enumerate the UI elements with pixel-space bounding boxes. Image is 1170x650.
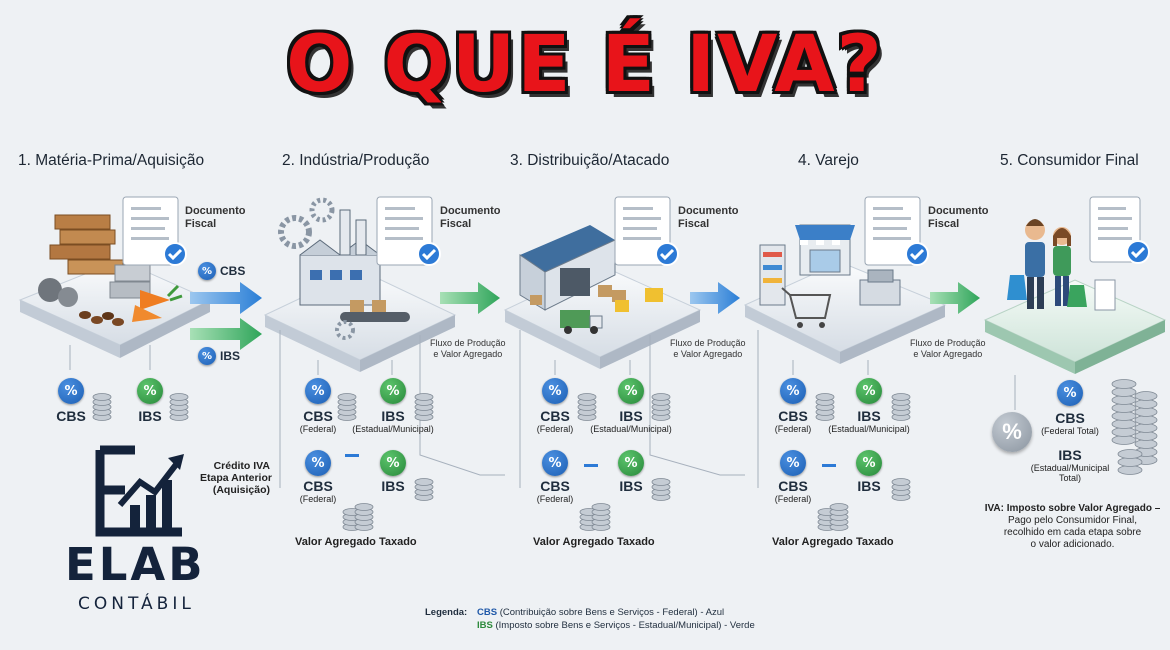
- cbs-credit-icon: %: [780, 450, 806, 476]
- iva-definition-text: Pago pelo Consumidor Final, recolhido em…: [1003, 515, 1142, 550]
- iva-definition-title: IVA: Imposto sobre Valor Agregado –: [984, 503, 1161, 514]
- ibs-total-label: IBS: [1058, 447, 1082, 463]
- cbs-credit-sub: (Federal): [299, 494, 337, 504]
- cbs-credit-label: CBS: [540, 478, 570, 494]
- percent-icon: %: [198, 262, 216, 280]
- ibs-percent-icon: %: [137, 378, 163, 404]
- cbs-sub: (Federal): [774, 424, 812, 434]
- ibs-total-sub: (Estadual/Municipal Total): [1030, 463, 1110, 483]
- cbs-label: CBS: [56, 408, 86, 424]
- cbs-credit-icon: %: [305, 450, 331, 476]
- minus-sign-icon: [345, 454, 359, 457]
- cbs-credit-icon: %: [542, 450, 568, 476]
- ibs-label: IBS: [381, 408, 405, 424]
- stage-title-5: 5. Consumidor Final: [1000, 152, 1139, 169]
- cbs-sub: (Federal): [536, 424, 574, 434]
- cbs-percent-icon: %: [780, 378, 806, 404]
- stage-title-3: 3. Distribuição/Atacado: [510, 152, 670, 169]
- ibs-credit-icon: %: [618, 450, 644, 476]
- page-title: O QUE É IVA?: [286, 20, 884, 110]
- ibs-credit-label: IBS: [857, 478, 881, 494]
- platform-industry: [263, 197, 457, 372]
- legend-cbs: CBS (Contribuição sobre Bens e Serviços …: [477, 606, 724, 619]
- flow-label: Fluxo de Produção e Valor Agregado: [910, 338, 986, 359]
- ibs-percent-icon: %: [618, 378, 644, 404]
- credit-label: Crédito IVA Etapa Anterior (Aquisição): [200, 460, 272, 496]
- cbs-credit-sub: (Federal): [774, 494, 812, 504]
- coin-stacks: [92, 379, 1158, 531]
- ibs-percent-icon: %: [380, 378, 406, 404]
- platform-retail: [743, 224, 947, 364]
- ibs-label: IBS: [138, 408, 162, 424]
- cbs-label: CBS: [540, 408, 570, 424]
- doc-label-1: Documento Fiscal: [185, 205, 246, 230]
- ibs-arrow-label: % IBS: [198, 347, 240, 365]
- flow-label: Fluxo de Produção e Valor Agregado: [670, 338, 746, 359]
- cbs-credit-label: CBS: [778, 478, 808, 494]
- doc-label-4: Documento Fiscal: [928, 205, 989, 230]
- minus-sign-icon: [822, 464, 836, 467]
- minus-sign-icon: [584, 464, 598, 467]
- cbs-credit-sub: (Federal): [536, 494, 574, 504]
- stage-title-2: 2. Indústria/Produção: [282, 152, 430, 169]
- legend-cbs-text: (Contribuição sobre Bens e Serviços - Fe…: [497, 607, 725, 618]
- iva-definition: IVA: Imposto sobre Valor Agregado – Pago…: [975, 503, 1170, 551]
- doc-label-2: Documento Fiscal: [440, 205, 501, 230]
- doc-label-3: Documento Fiscal: [678, 205, 739, 230]
- flow-label: Fluxo de Produção e Valor Agregado: [430, 338, 506, 359]
- ibs-credit-label: IBS: [619, 478, 643, 494]
- cbs-arrow-text: CBS: [220, 264, 246, 278]
- cbs-label: CBS: [778, 408, 808, 424]
- brand-name: ELAB: [65, 538, 206, 591]
- ibs-arrow-text: IBS: [220, 349, 241, 363]
- stage-title-1: 1. Matéria-Prima/Aquisição: [18, 152, 205, 169]
- cbs-arrow-label: % CBS: [198, 262, 245, 280]
- cbs-percent-icon: %: [305, 378, 331, 404]
- elab-logo-icon: [95, 445, 184, 537]
- brand-subtitle: CONTÁBIL: [78, 594, 195, 614]
- cbs-total-sub: (Federal Total): [1041, 426, 1099, 436]
- legend-ibs-abbr: IBS: [477, 620, 493, 631]
- ibs-sub: (Estadual/Municipal): [590, 424, 672, 434]
- ibs-percent-icon: %: [856, 378, 882, 404]
- ibs-sub: (Estadual/Municipal): [828, 424, 910, 434]
- value-added-label: Valor Agregado Taxado: [295, 536, 417, 548]
- platform-raw-material: [18, 214, 212, 358]
- ibs-credit-icon: %: [856, 450, 882, 476]
- legend-title: Legenda:: [425, 607, 468, 618]
- ibs-sub: (Estadual/Municipal): [352, 424, 434, 434]
- cbs-credit-label: CBS: [303, 478, 333, 494]
- cbs-percent-icon: %: [542, 378, 568, 404]
- ibs-credit-icon: %: [380, 450, 406, 476]
- legend-cbs-abbr: CBS: [477, 607, 498, 618]
- flow-arrows: [190, 282, 980, 350]
- cbs-percent-icon: %: [58, 378, 84, 404]
- platform-distribution: [503, 225, 702, 369]
- cbs-label: CBS: [303, 408, 333, 424]
- platform-consumer: [983, 219, 1167, 374]
- ibs-label: IBS: [619, 408, 643, 424]
- percent-icon: %: [198, 347, 216, 365]
- stage-title-4: 4. Varejo: [798, 152, 859, 169]
- legend-ibs-text: (Imposto sobre Bens e Serviços - Estadua…: [492, 620, 755, 631]
- cbs-total-label: CBS: [1055, 410, 1085, 426]
- ibs-label: IBS: [857, 408, 881, 424]
- fiscal-document-icons: [122, 196, 1150, 266]
- cbs-sub: (Federal): [299, 424, 337, 434]
- value-added-label: Valor Agregado Taxado: [772, 536, 894, 548]
- value-added-label: Valor Agregado Taxado: [533, 536, 655, 548]
- legend-ibs: IBS (Imposto sobre Bens e Serviços - Est…: [477, 619, 755, 632]
- ibs-credit-label: IBS: [381, 478, 405, 494]
- total-percent-icon: %: [992, 412, 1032, 452]
- cbs-total-icon: %: [1057, 380, 1083, 406]
